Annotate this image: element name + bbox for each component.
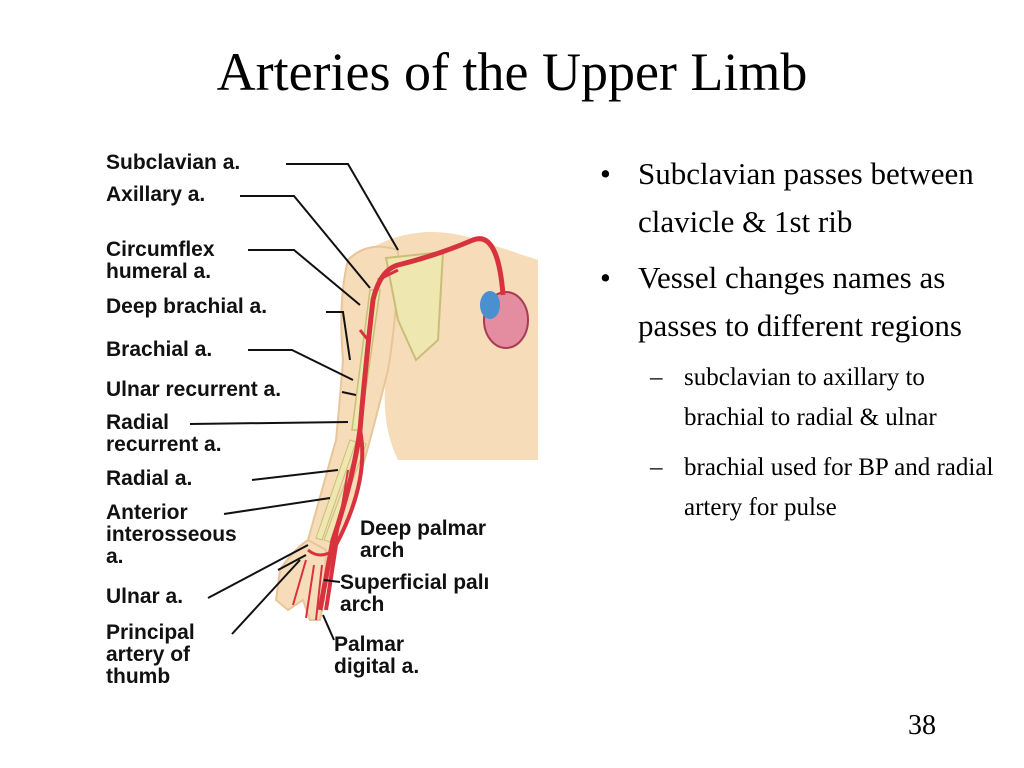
label-ulnar-artery: Ulnar a. — [106, 585, 184, 608]
bullet-list: • Subclavian passes between clavicle & 1… — [598, 150, 998, 538]
sub-bullet-marker: – — [650, 364, 663, 391]
label-ulnar-recurrent-artery: Ulnar recurrent a. — [106, 378, 282, 401]
bullet-item: • Subclavian passes between clavicle & 1… — [598, 150, 998, 246]
heart-blue-vessel — [480, 291, 500, 319]
sub-bullet-text: subclavian to axillary to brachial to ra… — [684, 364, 937, 431]
ulnar-artery-path — [324, 429, 365, 611]
digital-arteries-path — [292, 559, 323, 621]
label-circumflex-humeral-artery: Circumflex humeral a. — [106, 238, 215, 283]
label-axillary-artery: Axillary a. — [106, 183, 206, 206]
label-subclavian-artery: Subclavian a. — [106, 151, 241, 174]
bullet-text: Subclavian passes between clavicle & 1st… — [638, 156, 974, 239]
bullet-marker: • — [600, 156, 611, 191]
label-radial-recurrent-artery: Radial recurrent a. — [106, 411, 222, 456]
arm-illustration — [189, 163, 538, 641]
bullet-item: • Vessel changes names as passes to diff… — [598, 254, 998, 350]
label-radial-artery: Radial a. — [106, 467, 193, 490]
upper-limb-arteries-figure: Subclavian a. Axillary a. Circumflex hum… — [98, 140, 540, 700]
sub-bullet-marker: – — [650, 454, 663, 481]
label-superficial-palmar-arch: Superficial palı arch — [340, 572, 490, 616]
page-number: 38 — [908, 710, 936, 741]
main-artery-path — [317, 236, 506, 611]
bullet-marker: • — [600, 260, 611, 295]
slide-title: Arteries of the Upper Limb — [216, 42, 808, 102]
label-deep-palmar-arch: Deep palmar arch — [360, 517, 487, 562]
label-palmar-digital-artery: Palmar digital a. — [334, 633, 420, 678]
sub-bullet-text: brachial used for BP and radial artery f… — [684, 454, 994, 521]
sub-bullet-item: – brachial used for BP and radial artery… — [598, 448, 998, 528]
label-deep-brachial-artery: Deep brachial a. — [106, 295, 268, 318]
radius-bone — [315, 439, 357, 541]
label-brachial-artery: Brachial a. — [106, 338, 213, 361]
branch-arteries-path — [358, 268, 399, 341]
label-principal-artery-of-thumb: Principal artery of thumb — [106, 621, 195, 688]
bullet-text: Vessel changes names as passes to differ… — [638, 260, 962, 343]
palmar-arch-path — [307, 548, 335, 557]
leader-lines — [189, 163, 399, 641]
label-anterior-interosseous-artery: Anterior interosseous a. — [106, 501, 237, 568]
interosseous-artery-path — [332, 469, 349, 561]
sub-bullet-item: – subclavian to axillary to brachial to … — [598, 358, 998, 438]
